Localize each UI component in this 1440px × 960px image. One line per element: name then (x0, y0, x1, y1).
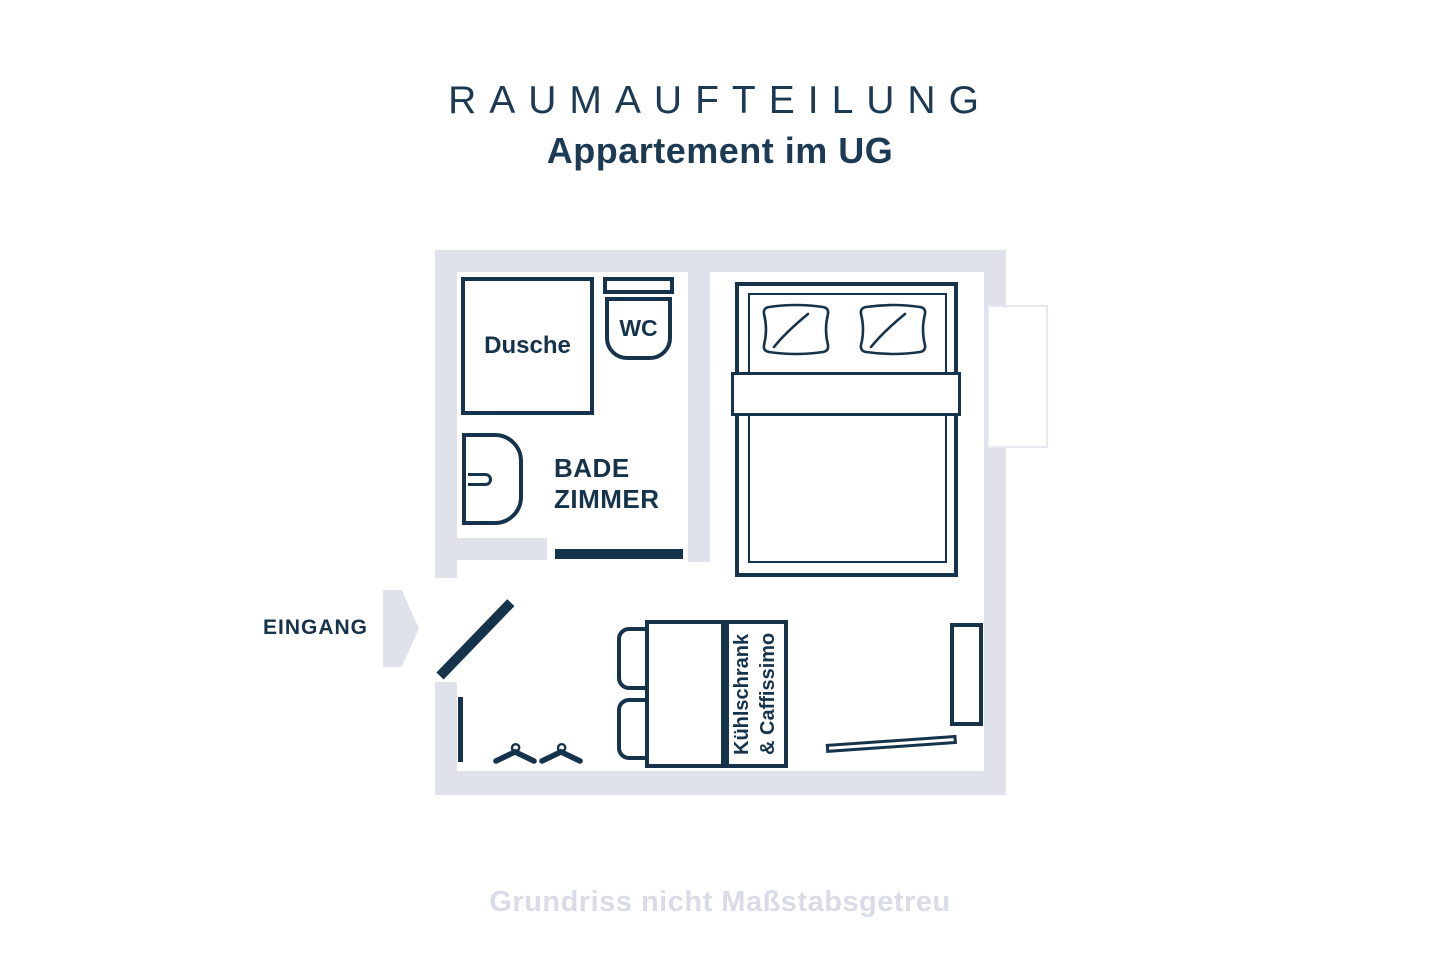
bathroom-label-line1: BADE (554, 453, 630, 483)
radiator (950, 623, 983, 726)
shower-label: Dusche (484, 332, 571, 359)
floor-plan: Dusche WC BADE ZIMMER (435, 250, 1048, 795)
pillow-icon (859, 303, 927, 356)
dining-table (645, 620, 725, 768)
window-opening (987, 305, 1048, 448)
entrance-door-swing (436, 599, 515, 680)
shower-box: Dusche (461, 277, 594, 415)
page-subtitle: Appartement im UG (546, 130, 894, 171)
wall-top (435, 250, 1006, 272)
wall-left-lower (435, 682, 457, 795)
fridge-box: Kühlschrank & Caffissimo (725, 620, 788, 768)
fridge-label-line2: & Caffissimo (757, 632, 779, 756)
hanger-icon (493, 742, 537, 764)
hanger-icon (539, 742, 583, 764)
wall-bathroom-divider (688, 250, 710, 562)
wall-left-upper (435, 250, 457, 578)
entrance-arrow-icon (383, 590, 419, 667)
wc-label: WC (619, 315, 658, 341)
wc-cistern (603, 277, 674, 294)
wc-bowl: WC (605, 297, 672, 360)
interior-wall-stub (458, 697, 463, 762)
bed-blanket (731, 372, 961, 416)
sink-faucet-icon (468, 473, 492, 486)
fridge-label-line1: Kühlschrank (731, 633, 753, 755)
fridge-label: Kühlschrank & Caffissimo (729, 624, 784, 764)
footer-note: Grundriss nicht Maßstabsgetreu (489, 886, 951, 918)
entrance-label: EINGANG (262, 616, 368, 639)
page-title: RAUMAUFTEILUNG (448, 79, 992, 122)
sink (462, 433, 523, 525)
wall-bathroom-bottom (457, 538, 547, 560)
bathroom-label: BADE ZIMMER (554, 453, 660, 515)
wall-bottom (435, 771, 1006, 795)
bathroom-label-line2: ZIMMER (554, 484, 660, 514)
shelf-board (825, 734, 957, 753)
sliding-door-bar (555, 549, 683, 559)
pillow-icon (762, 303, 830, 356)
